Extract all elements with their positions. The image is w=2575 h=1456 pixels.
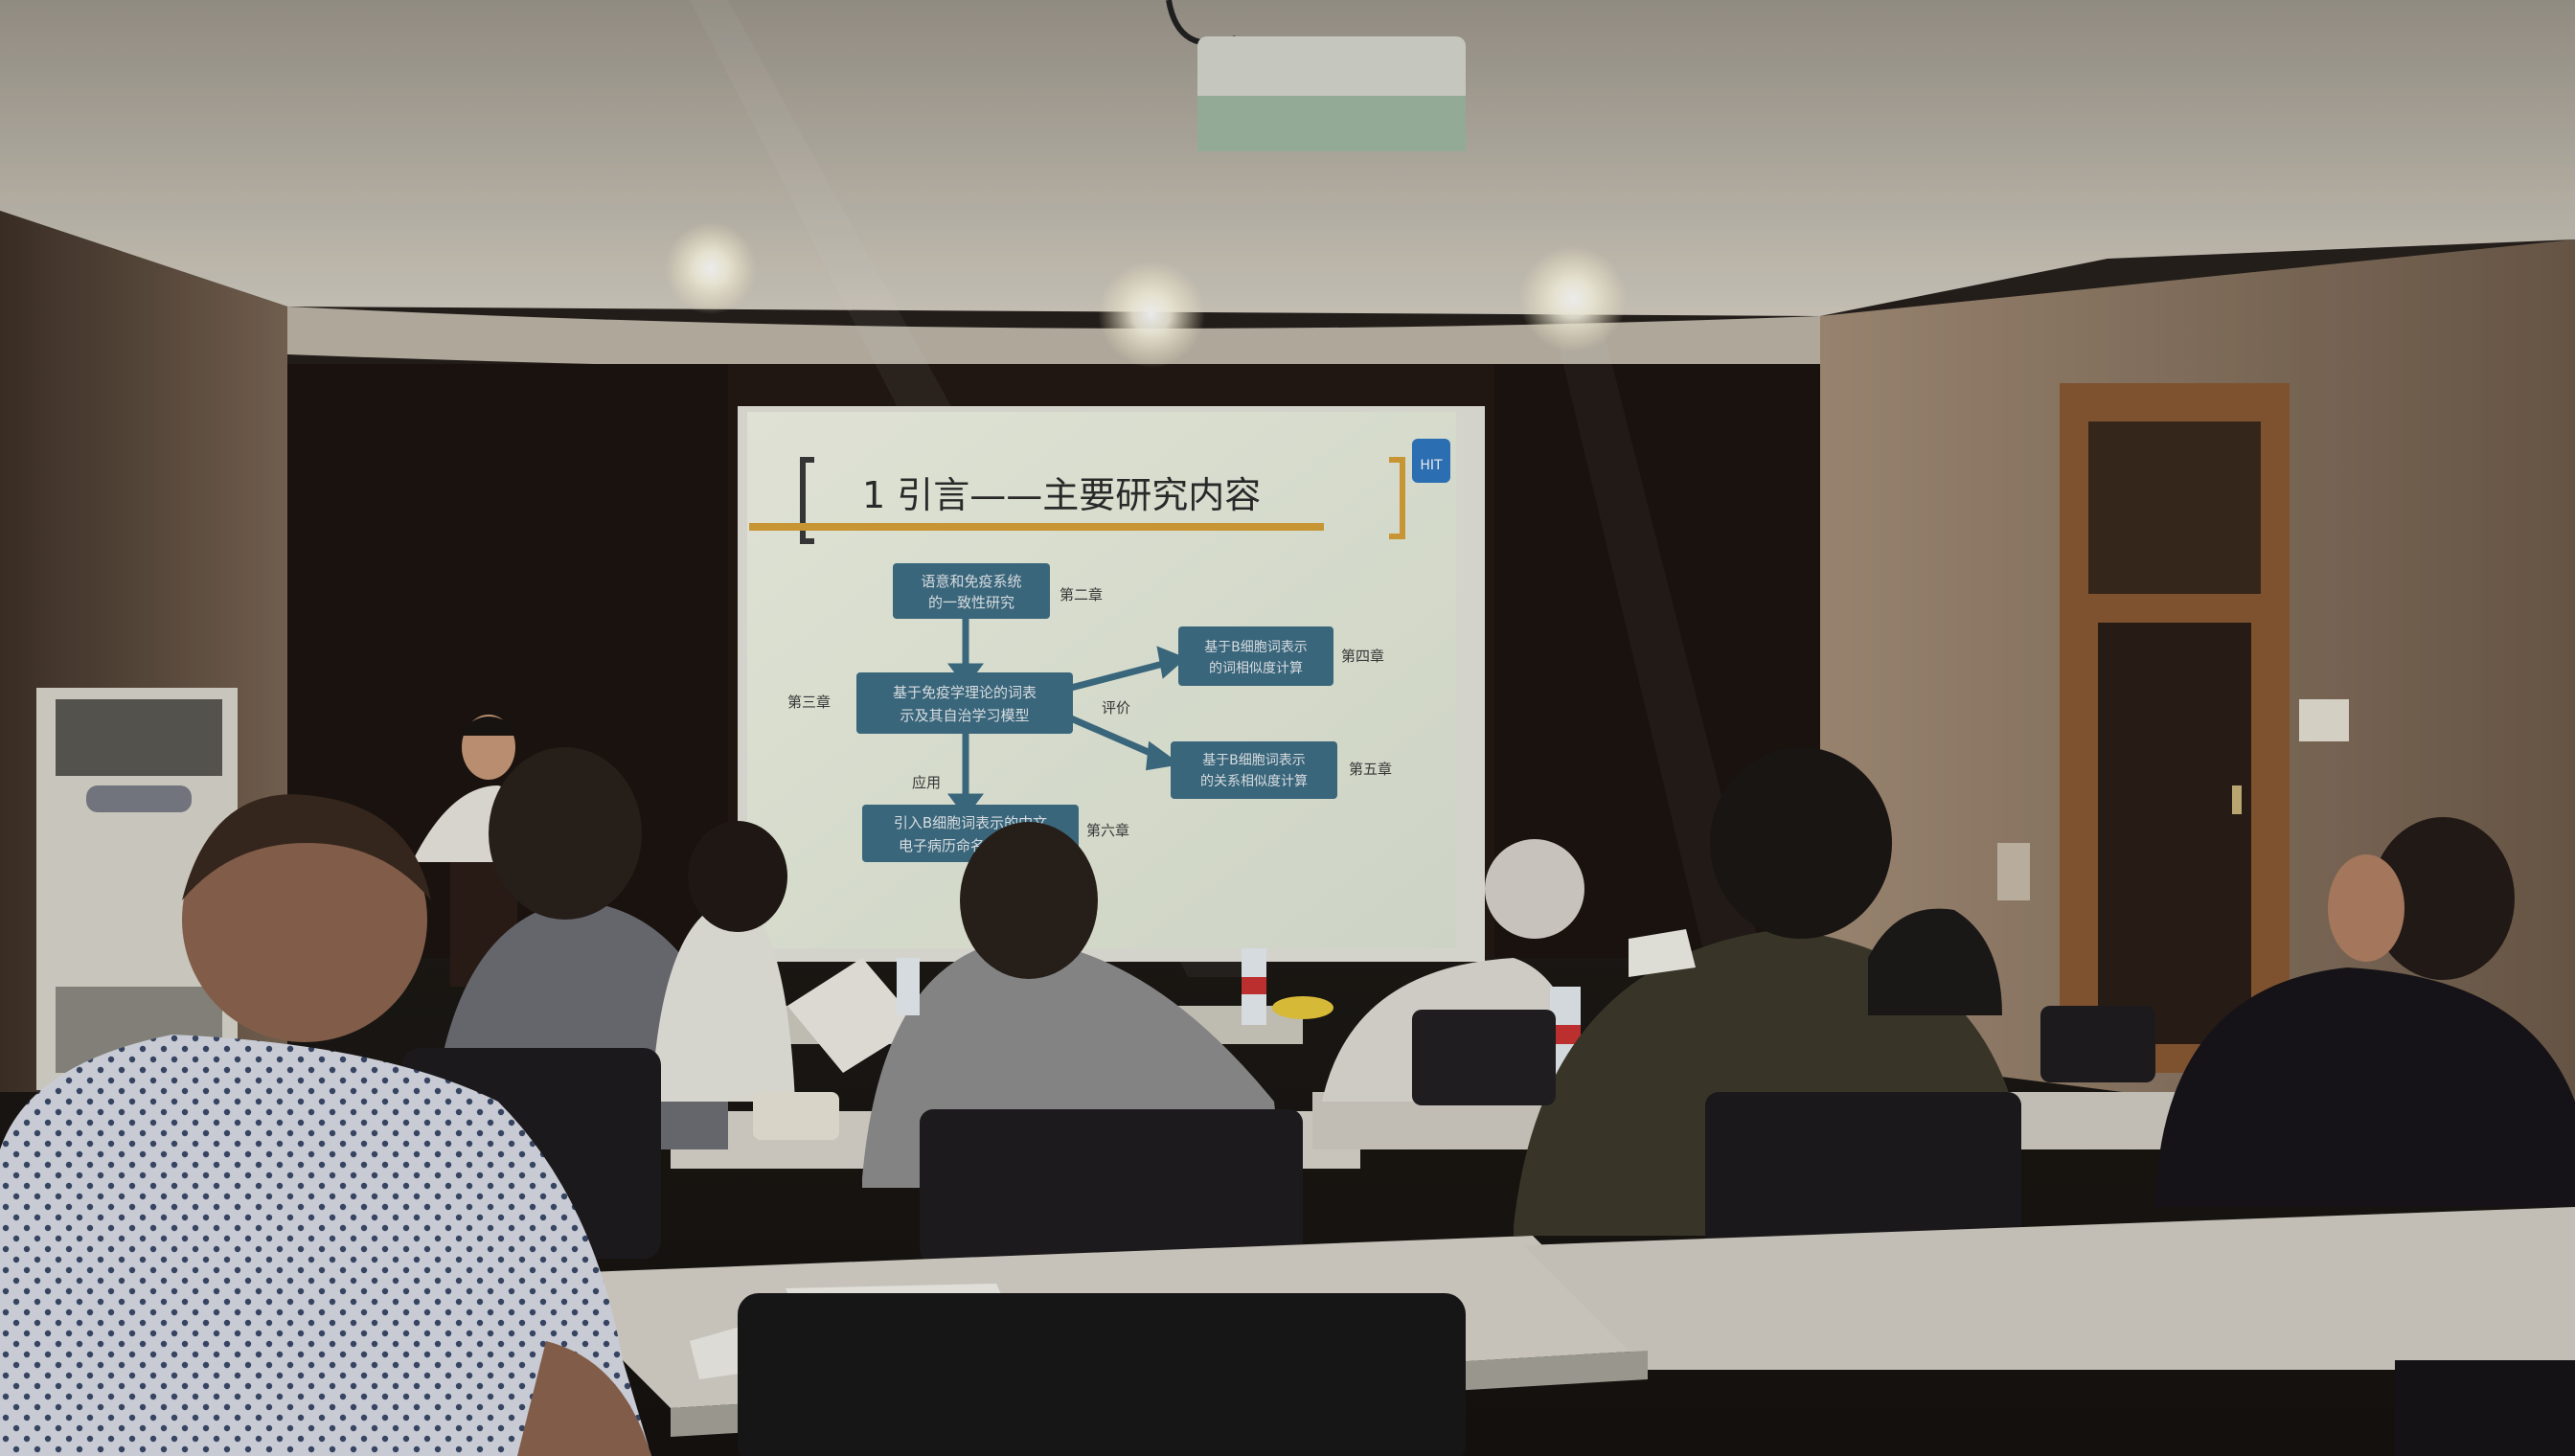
box-right-lower — [1171, 741, 1337, 799]
door — [2060, 383, 2290, 1073]
slide-title: 1 引言——主要研究内容 — [862, 474, 1261, 516]
hit-logo-text: HIT — [1420, 458, 1443, 473]
projector — [1166, 0, 1466, 151]
box-right-upper-line-2: 的词相似度计算 — [1209, 661, 1303, 676]
box-right-upper — [1178, 626, 1333, 686]
bananas — [1272, 996, 1333, 1019]
chapter-6-label: 第六章 — [1086, 822, 1129, 839]
box-middle-line-2: 示及其自治学习模型 — [900, 707, 1029, 724]
box-right-lower-line-2: 的关系相似度计算 — [1200, 774, 1308, 789]
box-right-lower-line-1: 基于B细胞词表示 — [1202, 752, 1306, 768]
chair-front — [738, 1293, 1466, 1456]
hit-logo — [1412, 439, 1450, 483]
box-middle — [856, 672, 1073, 734]
arrow-label-apply: 应用 — [912, 774, 941, 791]
chapter-4-label: 第四章 — [1341, 648, 1384, 665]
person-foreground — [0, 794, 651, 1456]
chapter-3-label: 第三章 — [787, 694, 831, 711]
chapter-5-label: 第五章 — [1349, 761, 1392, 778]
box-middle-line-1: 基于免疫学理论的词表 — [893, 684, 1037, 701]
box-right-upper-line-1: 基于B细胞词表示 — [1204, 639, 1308, 655]
arrow-label-evaluate: 评价 — [1102, 699, 1130, 717]
wall-notice — [2299, 699, 2349, 741]
chapter-2-label: 第二章 — [1060, 586, 1103, 603]
box-top — [893, 563, 1050, 619]
table-front-right — [1523, 1207, 2575, 1370]
slide: 1 引言——主要研究内容 HIT 语意和免疫系统 的一致性研究 基于免疫学理论的… — [749, 439, 1450, 862]
box-top-line-2: 的一致性研究 — [928, 594, 1014, 611]
wall-switch — [1997, 843, 2030, 900]
box-top-line-1: 语意和免疫系统 — [921, 573, 1021, 590]
tissue-box — [753, 1092, 839, 1140]
